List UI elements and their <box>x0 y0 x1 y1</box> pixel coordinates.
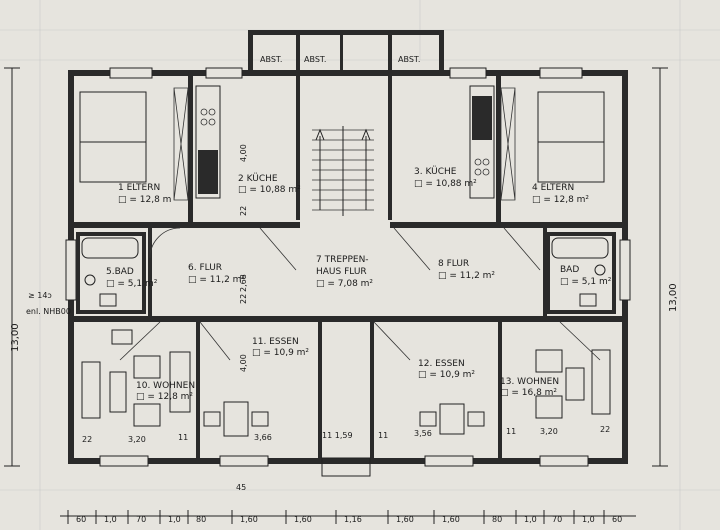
interior-walls <box>74 76 622 458</box>
dimension-lines <box>4 67 668 517</box>
bottom-dimension-chain: 60 1,0 70 1,0 80 1,60 1,60 1,16 1,60 1,60 80 1,0 70 1… <box>67 510 622 524</box>
bottom-dimension-label: 60 <box>612 515 622 524</box>
room-area-eltern-left: □ = 12,8 m <box>118 195 171 205</box>
staircase <box>312 126 374 216</box>
storage-label-3: ABST. <box>398 55 420 64</box>
room-name-eltern-right: 4 ELTERN <box>532 183 574 193</box>
dim-left-note-1: ≥ 14ɔ <box>28 291 52 300</box>
room-name-bad-right: BAD <box>560 265 579 275</box>
beds <box>79 87 605 201</box>
bottom-dimension-label: 70 <box>136 515 146 524</box>
room-area-kueche-right: □ = 10,88 m² <box>414 179 477 189</box>
bottom-dimension-label: 70 <box>552 515 562 524</box>
room-name-eltern-left: 1 ELTERN <box>118 183 160 193</box>
room-name-kueche-left: 2 KÜCHE <box>238 173 278 184</box>
dim-h-320-right: 3,20 <box>540 427 558 436</box>
door-swings <box>119 227 601 361</box>
bottom-dimension-label: 1,0 <box>582 515 595 524</box>
dim-h-22-right: 22 <box>600 425 610 434</box>
dim-v-22-b: 22 <box>239 294 248 304</box>
bottom-dimension-label: 1,0 <box>524 515 537 524</box>
dim-h-366: 3,66 <box>254 433 272 442</box>
dim-v-400-bottom: 4,00 <box>239 354 248 372</box>
dim-h-11-b: 11 <box>378 431 388 440</box>
dim-h-356: 3,56 <box>414 429 432 438</box>
dim-h-45: 45 <box>236 483 246 492</box>
storage-label-1: ABST. <box>260 55 282 64</box>
bottom-dimension-label: 1,60 <box>294 515 312 524</box>
room-area-wohnen-right: □ = 16,8 m² <box>500 388 557 398</box>
bottom-dimension-label: 1,60 <box>396 515 414 524</box>
storage-label-2: ABST. <box>304 55 326 64</box>
balcony <box>321 457 371 477</box>
bottom-dimension-label: 1,60 <box>442 515 460 524</box>
dim-h-11-a: 11 <box>178 433 188 442</box>
bottom-dimension-label: 1,60 <box>240 515 258 524</box>
room-area-eltern-right: □ = 12,8 m² <box>532 195 589 205</box>
room-area-bad-right: □ = 5,1 m² <box>560 277 612 287</box>
room-area-bad-left: □ = 5,1 m² <box>106 279 158 289</box>
dim-v-400-top: 4,00 <box>239 144 248 162</box>
room-area-essen-left: □ = 10,9 m² <box>252 348 309 358</box>
room-name-flur-right: 8 FLUR <box>438 259 469 269</box>
room-name-kueche-right: 3. KÜCHE <box>414 166 457 177</box>
room-area-treppenhaus: □ = 7,08 m² <box>316 279 373 289</box>
dim-left-note-2: enl. NHB00 <box>26 307 71 316</box>
living-furniture <box>81 329 611 437</box>
bottom-dimension-label: 1,0 <box>168 515 181 524</box>
room-area-kueche-left: □ = 10,88 m² <box>238 185 301 195</box>
bottom-dimension-label: 80 <box>492 515 502 524</box>
room-name-wohnen-left: 10. WOHNEN <box>136 381 195 391</box>
dim-h-11-c: 11 <box>506 427 516 436</box>
dim-h-11-159: 11 1,59 <box>322 431 353 440</box>
dim-left-total: 13,00 <box>10 323 21 352</box>
room-name-bad-left: 5.BAD <box>106 267 134 277</box>
room-name-wohnen-right: 13. WOHNEN <box>500 377 559 387</box>
room-name-essen-left: 11. ESSEN <box>252 337 299 347</box>
dim-h-320-left: 3,20 <box>128 435 146 444</box>
room-name-flur-left: 6. FLUR <box>188 263 222 273</box>
dim-v-268: 2,68 <box>239 274 248 292</box>
room-name-treppenhaus: 7 TREPPEN- <box>316 255 369 265</box>
bottom-dimension-label: 1,0 <box>104 515 117 524</box>
room-area-essen-right: □ = 10,9 m² <box>418 370 475 380</box>
room-area-flur-right: □ = 11,2 m² <box>438 271 495 281</box>
bottom-dimension-label: 1,16 <box>344 515 362 524</box>
room-name-essen-right: 12. ESSEN <box>418 359 465 369</box>
dim-v-22-a: 22 <box>239 206 248 216</box>
dim-right-total: 13,00 <box>668 283 679 312</box>
kitchen-counters <box>195 85 495 199</box>
room-area-wohnen-left: □ = 12,8 m² <box>136 392 193 402</box>
dim-h-22-left: 22 <box>82 435 92 444</box>
bottom-dimension-label: 80 <box>196 515 206 524</box>
room-area-flur-left: □ = 11,2 m² <box>188 275 245 285</box>
bathroom-fixtures <box>76 232 616 314</box>
bottom-dimension-label: 60 <box>76 515 86 524</box>
windows <box>65 67 631 467</box>
room-name2-treppenhaus: HAUS FLUR <box>316 267 367 277</box>
